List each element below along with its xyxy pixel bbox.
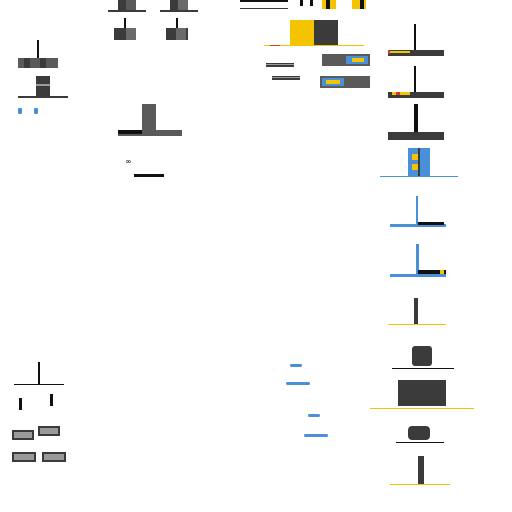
battery-widgets-bottom-left	[12, 426, 66, 462]
infinity-widget: ∞	[126, 157, 164, 177]
right-widget-10	[396, 426, 444, 443]
right-widget-1	[388, 24, 444, 56]
right-widget-7	[388, 298, 446, 325]
top-center-bar	[240, 0, 288, 9]
pillar-widget	[118, 104, 182, 136]
right-widget-11	[390, 456, 450, 485]
right-widget-2	[388, 66, 444, 98]
right-widget-4	[380, 148, 458, 177]
right-widget-5	[390, 196, 446, 227]
right-widget-8	[392, 346, 454, 369]
stack-widget-left	[18, 76, 68, 114]
tree-widget-bottom-left	[14, 362, 64, 410]
infinity-icon: ∞	[126, 157, 131, 166]
color-block-widget	[264, 20, 364, 46]
sprite-top-left-b	[160, 0, 198, 40]
slider-rows-center	[266, 54, 370, 88]
right-widget-6	[390, 244, 446, 277]
slider-widget-left	[18, 40, 58, 68]
sprite-top-left-a	[108, 0, 146, 40]
right-widget-3	[388, 104, 444, 140]
top-center-dots	[300, 0, 366, 9]
blue-marks-center	[286, 364, 328, 437]
right-widget-9	[370, 380, 474, 409]
